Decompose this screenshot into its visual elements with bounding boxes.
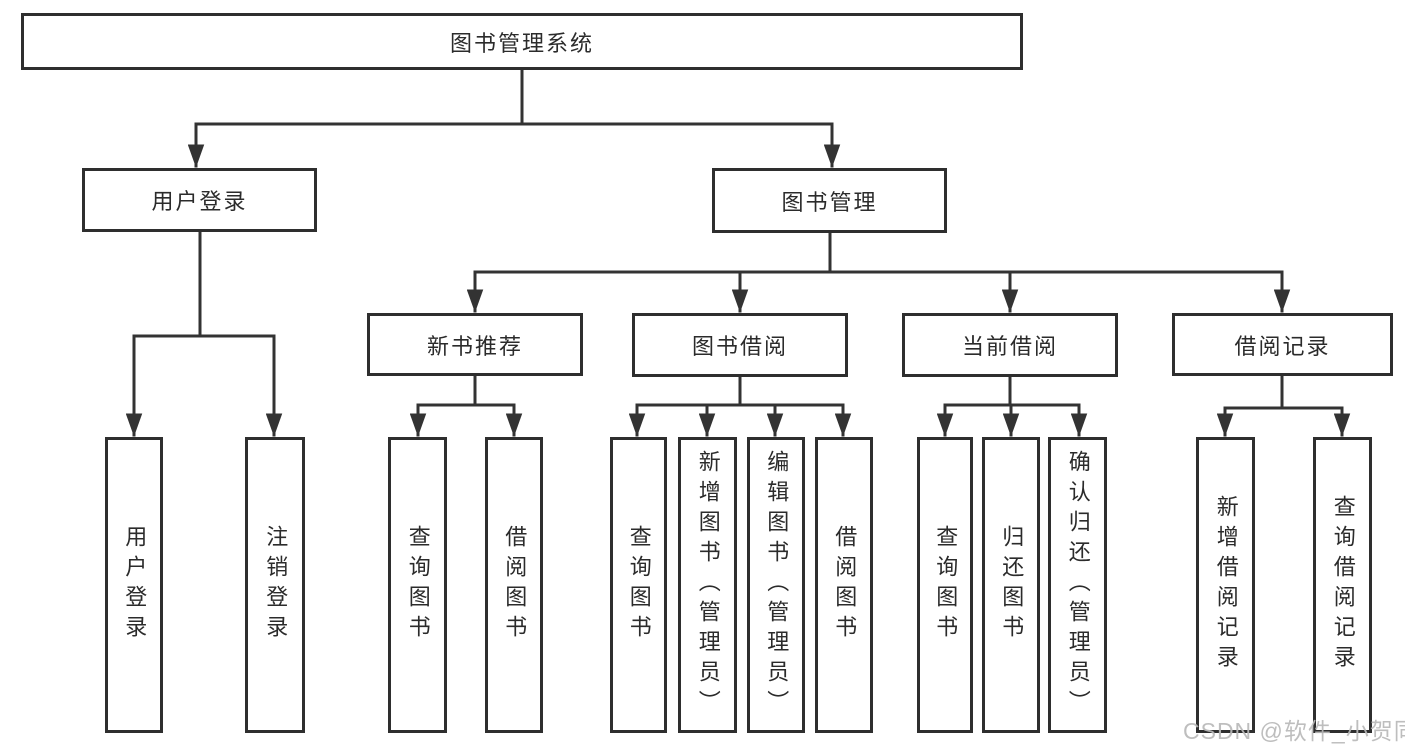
leaf-borrow-edit-book-admin: 编辑图书（管理员） bbox=[747, 437, 805, 733]
leaf-borrow-add-book-admin: 新增图书（管理员） bbox=[678, 437, 737, 733]
leaf-borrow-query-book: 查询图书 bbox=[610, 437, 667, 733]
leaf-label: 查询借阅记录 bbox=[1330, 495, 1356, 675]
node-label: 图书借阅 bbox=[691, 334, 788, 359]
leaf-label: 用户登录 bbox=[122, 525, 148, 645]
leaf-label: 确认归还（管理员） bbox=[1065, 450, 1091, 720]
node-label: 图书管理 bbox=[781, 189, 878, 215]
leaf-current-confirm-return-admin: 确认归还（管理员） bbox=[1048, 437, 1107, 733]
leaf-recommend-borrow-book: 借阅图书 bbox=[485, 437, 543, 733]
node-borrow-record: 借阅记录 bbox=[1172, 313, 1393, 376]
leaf-record-query-record: 查询借阅记录 bbox=[1313, 437, 1372, 733]
leaf-borrow-borrow-book: 借阅图书 bbox=[815, 437, 873, 733]
node-book-borrow: 图书借阅 bbox=[632, 313, 848, 377]
leaf-record-add-record: 新增借阅记录 bbox=[1196, 437, 1255, 733]
leaf-label: 查询图书 bbox=[405, 525, 431, 645]
node-user-login: 用户登录 bbox=[82, 168, 317, 232]
leaf-label: 借阅图书 bbox=[832, 525, 858, 645]
node-current-borrow: 当前借阅 bbox=[902, 313, 1118, 377]
leaf-label: 新增借阅记录 bbox=[1213, 495, 1239, 675]
csdn-watermark: CSDN @软件_小贺同学 bbox=[1183, 718, 1405, 744]
leaf-label: 借阅图书 bbox=[502, 525, 528, 645]
node-book-management: 图书管理 bbox=[712, 168, 947, 233]
leaf-label: 注销登录 bbox=[263, 525, 289, 645]
leaf-label: 查询图书 bbox=[933, 525, 959, 645]
node-label: 借阅记录 bbox=[1234, 333, 1331, 359]
leaf-logout: 注销登录 bbox=[245, 437, 305, 733]
leaf-user-login: 用户登录 bbox=[105, 437, 163, 733]
leaf-current-return-book: 归还图书 bbox=[982, 437, 1040, 733]
node-new-book-recommend: 新书推荐 bbox=[367, 313, 583, 376]
leaf-label: 归还图书 bbox=[999, 525, 1025, 645]
node-library-management-system: 图书管理系统 bbox=[21, 13, 1023, 70]
leaf-current-query-book: 查询图书 bbox=[917, 437, 973, 733]
node-label: 新书推荐 bbox=[426, 333, 523, 359]
leaf-label: 编辑图书（管理员） bbox=[764, 450, 790, 720]
leaf-label: 新增图书（管理员） bbox=[695, 450, 721, 720]
leaf-recommend-query-book: 查询图书 bbox=[388, 437, 447, 733]
node-label: 用户登录 bbox=[151, 189, 248, 214]
node-label: 当前借阅 bbox=[961, 334, 1058, 359]
node-label: 图书管理系统 bbox=[449, 30, 594, 56]
leaf-label: 查询图书 bbox=[626, 525, 652, 645]
